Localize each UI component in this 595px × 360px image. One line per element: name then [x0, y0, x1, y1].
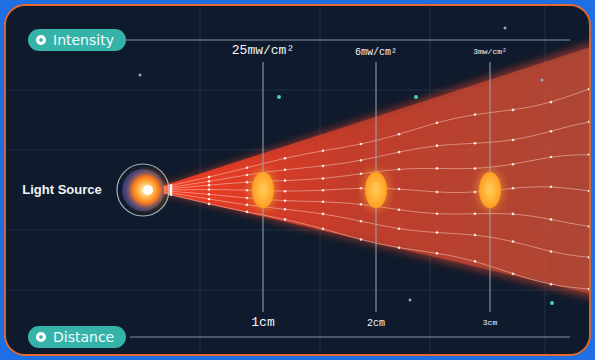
photon-dot	[512, 163, 515, 166]
photon-dot	[398, 168, 401, 171]
photon-dot	[436, 121, 439, 124]
photon-dot	[284, 199, 287, 202]
photon-dot	[550, 130, 553, 133]
photon-dot	[284, 190, 287, 193]
intensity-axis	[126, 40, 570, 41]
distance-axis	[130, 337, 570, 338]
distance-value: 2cm	[367, 318, 385, 329]
source-label: Light Source	[22, 183, 101, 197]
photon-dot	[436, 213, 439, 216]
photon-dot	[208, 176, 211, 179]
photon-dot	[322, 228, 325, 231]
photon-dot	[512, 139, 515, 142]
photon-dot	[398, 188, 401, 191]
photon-dot	[284, 218, 287, 221]
photon-dot	[322, 177, 325, 180]
photon-dot	[208, 203, 211, 206]
photon-dot	[550, 185, 553, 188]
light-source	[117, 164, 169, 216]
photon-dot	[208, 198, 211, 201]
photon-dot	[398, 246, 401, 249]
photon-dot	[550, 156, 553, 159]
photon-dot	[284, 157, 287, 160]
axis-pill: Distance	[28, 326, 126, 348]
photon-dot	[360, 187, 363, 190]
pill-dot	[36, 35, 46, 45]
sparkles	[139, 27, 555, 306]
photon-dot	[550, 250, 553, 253]
photon-dot	[322, 150, 325, 153]
photon-dot	[436, 144, 439, 147]
photon-dot	[436, 167, 439, 170]
photon-dot	[550, 218, 553, 221]
photon-dot	[246, 181, 249, 184]
pill-dot	[36, 332, 46, 342]
photon-dot	[246, 174, 249, 177]
photon-dot	[322, 165, 325, 168]
photon-dot	[398, 133, 401, 136]
distance-value: 3cm	[483, 319, 497, 328]
photon-dot	[208, 188, 211, 191]
photon-dot	[512, 213, 515, 216]
photon-dot	[474, 234, 477, 237]
intensity-value: 3mw/cm²	[473, 48, 507, 57]
photon-dot	[550, 283, 553, 286]
photon-dot	[284, 168, 287, 171]
photon-dot	[512, 272, 515, 275]
distance-value: 1cm	[251, 316, 274, 330]
beam-glow	[150, 40, 590, 300]
photon-dot	[208, 184, 211, 187]
photon-dot	[512, 240, 515, 243]
photon-dot	[550, 101, 553, 104]
photon-dot	[246, 204, 249, 207]
photon-dot	[170, 194, 173, 197]
photon-dot	[246, 197, 249, 200]
photon-dot	[208, 180, 211, 183]
photon-dot	[474, 142, 477, 145]
axis-title: Distance	[53, 328, 114, 346]
photon-dot	[208, 193, 211, 196]
photon-dot	[398, 227, 401, 230]
axis-title: Intensity	[53, 31, 114, 49]
photon-dot	[360, 238, 363, 241]
photon-dot	[360, 159, 363, 162]
photon-dot	[474, 260, 477, 263]
photon-dot	[360, 220, 363, 223]
photon-dot	[322, 213, 325, 216]
intensity-value: 25mw/cm²	[232, 44, 294, 58]
photon-dot	[284, 208, 287, 211]
axis-pill: Intensity	[28, 29, 126, 51]
light-beam	[150, 44, 590, 296]
light-spots	[250, 170, 503, 210]
photon-dot	[246, 189, 249, 192]
photon-dot	[436, 191, 439, 194]
photon-dot	[512, 109, 515, 112]
photon-dot	[322, 189, 325, 192]
photon-dot	[284, 179, 287, 182]
photon-dot	[512, 187, 515, 190]
photon-dot	[436, 231, 439, 234]
distance-markers	[263, 62, 490, 312]
photon-dot	[474, 191, 477, 194]
photon-dot	[436, 252, 439, 255]
photon-dot	[474, 113, 477, 116]
photon-dot	[474, 212, 477, 215]
photon-dot	[360, 203, 363, 206]
photon-dot	[474, 167, 477, 170]
photon-dot	[246, 211, 249, 214]
photon-dot	[398, 151, 401, 154]
photon-dot	[246, 166, 249, 169]
photon-dot	[360, 143, 363, 146]
photon-dot	[360, 172, 363, 175]
intensity-value: 6mw/cm²	[355, 47, 397, 58]
photon-dot	[398, 208, 401, 211]
photon-dot	[322, 200, 325, 203]
panel-border	[5, 5, 590, 355]
